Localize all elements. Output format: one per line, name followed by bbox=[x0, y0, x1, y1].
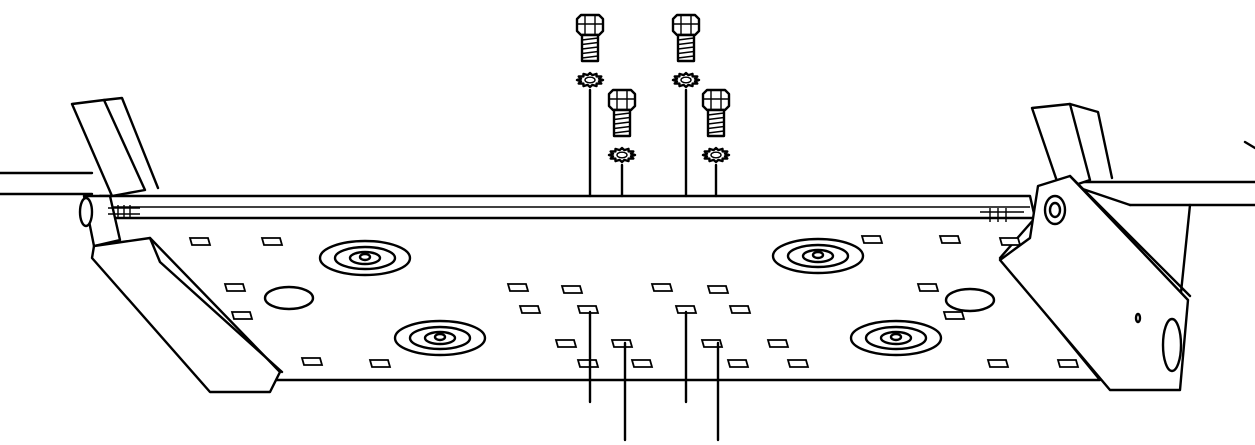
right-bracket-arm bbox=[980, 102, 1192, 392]
rect-slot bbox=[368, 359, 392, 368]
assembly-guide-lines bbox=[588, 88, 720, 442]
rect-slot bbox=[610, 339, 634, 348]
mounting-boss bbox=[849, 319, 943, 357]
rect-slot bbox=[860, 235, 884, 244]
rect-slot bbox=[260, 237, 284, 246]
oval-hole bbox=[263, 285, 315, 311]
rect-slot bbox=[188, 237, 212, 246]
rect-slot bbox=[230, 311, 254, 320]
left-mounting-rail bbox=[0, 171, 94, 196]
rect-slot bbox=[916, 283, 940, 292]
rect-slot bbox=[560, 285, 584, 294]
hex-screw-icon bbox=[575, 13, 605, 63]
rect-slot bbox=[300, 357, 324, 366]
rect-slot bbox=[576, 305, 600, 314]
rect-slot bbox=[766, 339, 790, 348]
star-washer-icon bbox=[671, 71, 701, 89]
rect-slot bbox=[706, 285, 730, 294]
rect-slot bbox=[1056, 359, 1080, 368]
rect-slot bbox=[518, 305, 542, 314]
rect-slot bbox=[576, 359, 600, 368]
mounting-boss bbox=[771, 237, 865, 275]
star-washer-icon bbox=[607, 146, 637, 164]
rect-slot bbox=[786, 359, 810, 368]
rect-slot bbox=[674, 305, 698, 314]
mounting-boss bbox=[318, 239, 412, 277]
rect-slot bbox=[986, 359, 1010, 368]
hex-screw-icon bbox=[701, 88, 731, 138]
hex-screw-icon bbox=[607, 88, 637, 138]
hex-screw-icon bbox=[671, 13, 701, 63]
hardware-set bbox=[575, 13, 731, 164]
rect-slot bbox=[938, 235, 962, 244]
left-bracket-arm bbox=[70, 96, 284, 394]
oval-hole bbox=[944, 287, 996, 313]
rect-slot bbox=[650, 283, 674, 292]
rect-slot bbox=[630, 359, 654, 368]
rect-slot bbox=[506, 283, 530, 292]
slot-pattern bbox=[188, 235, 1080, 368]
rect-slot bbox=[726, 359, 750, 368]
rect-slot bbox=[998, 237, 1022, 246]
rect-slot bbox=[223, 283, 247, 292]
rect-slot bbox=[554, 339, 578, 348]
star-washer-icon bbox=[575, 71, 605, 89]
star-washer-icon bbox=[701, 146, 731, 164]
rect-slot bbox=[942, 311, 966, 320]
mounting-boss bbox=[393, 319, 487, 357]
rect-slot bbox=[728, 305, 752, 314]
